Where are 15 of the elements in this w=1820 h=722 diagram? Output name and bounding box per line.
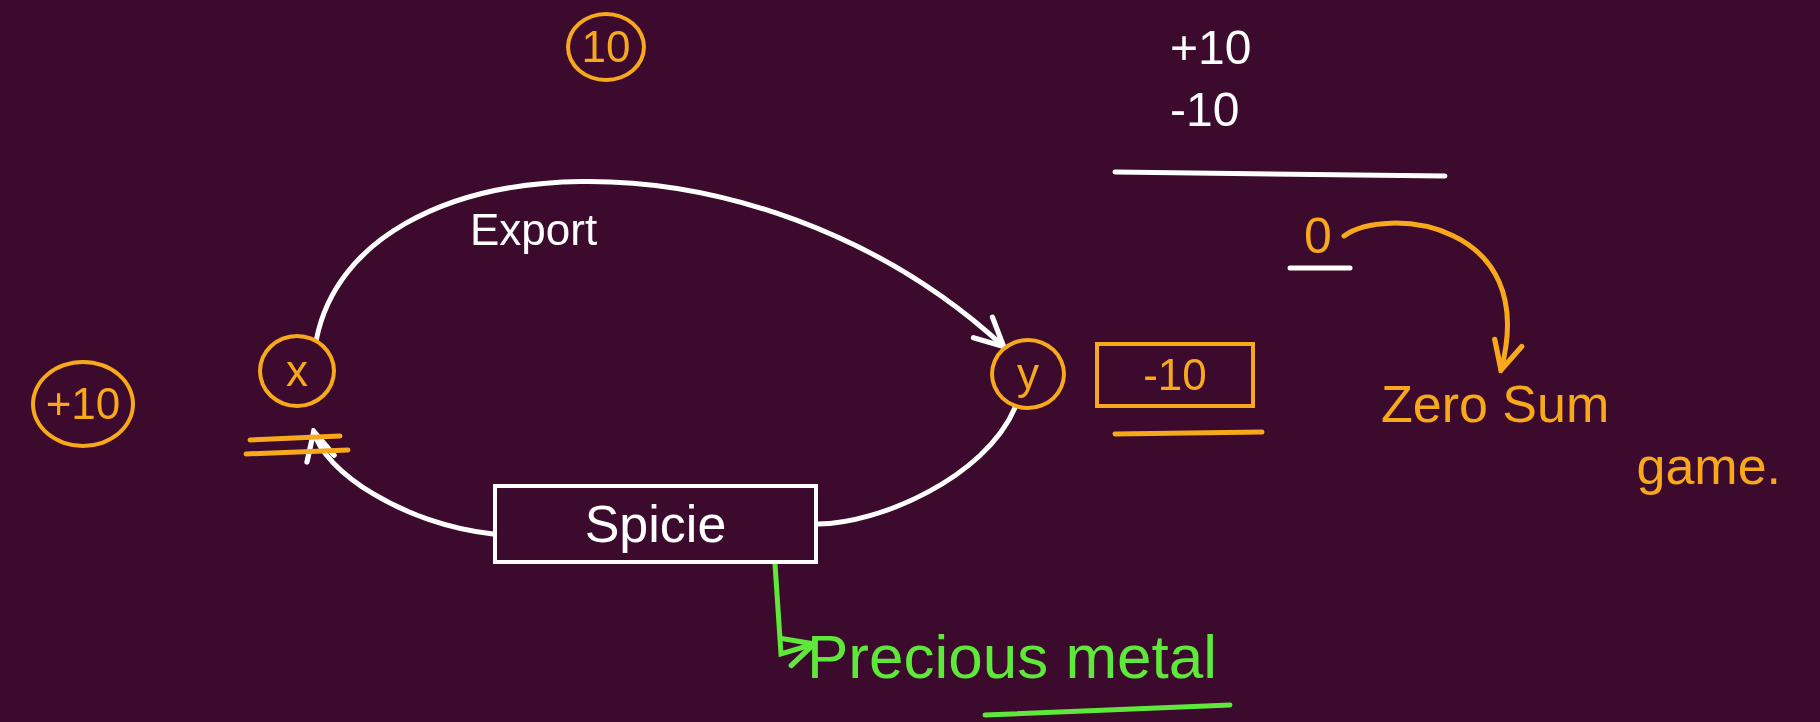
handwritten-number: -10 xyxy=(1170,82,1240,137)
arrow xyxy=(1341,220,1523,373)
circled-letter: y xyxy=(990,338,1066,410)
handwritten-note: game. xyxy=(1636,436,1781,496)
handwritten-note: Precious metal xyxy=(806,620,1218,692)
circled-number: +10 xyxy=(31,360,135,448)
handwritten-number: +10 xyxy=(1170,20,1252,75)
circled-letter: x xyxy=(258,334,336,408)
handwritten-note: Zero Sum xyxy=(1381,374,1610,434)
arrow xyxy=(314,178,1007,350)
edge-label: Export xyxy=(470,205,598,255)
boxed-term: Spicie xyxy=(493,484,818,564)
result-number: 0 xyxy=(1304,207,1332,265)
circled-number: 10 xyxy=(566,12,646,82)
boxed-number: -10 xyxy=(1095,342,1255,408)
